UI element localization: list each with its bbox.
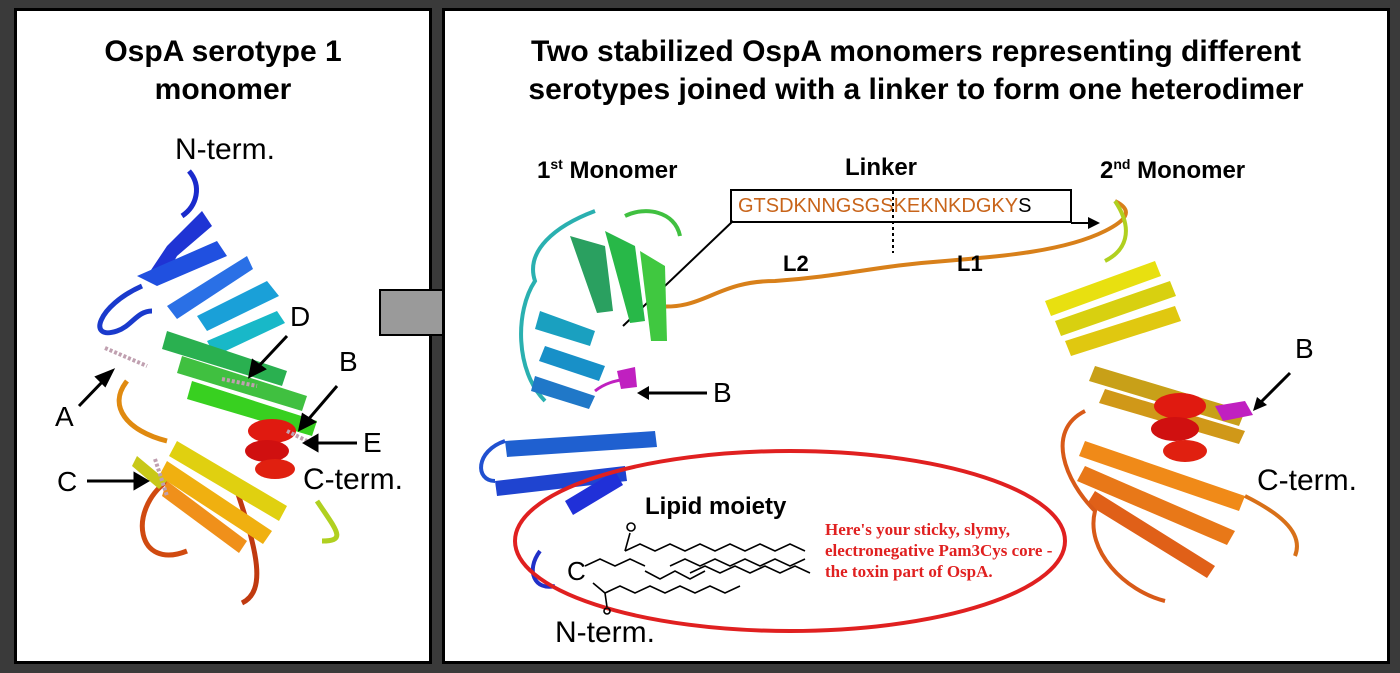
lipid-moiety-label: Lipid moiety (645, 493, 787, 520)
marker-b: B (339, 346, 358, 377)
heterodimer-illustration (479, 191, 1299, 633)
highlight-ellipse (513, 449, 1067, 633)
left-panel-title: OspA serotype 1 monomer (17, 33, 429, 108)
lipid-structure (584, 522, 811, 615)
marker-d: D (290, 301, 311, 332)
linker-seq-orange: GTSDKNNGSGSKEKNKDGKY (738, 195, 1019, 217)
b-marker-second: B (1295, 333, 1314, 364)
right-n-term-label: N-term. (555, 616, 655, 649)
left-title-line2: monomer (154, 72, 292, 106)
linker-label: Linker (845, 154, 918, 181)
l1-label: L1 (957, 251, 983, 276)
first-monomer-label: 1st Monomer (537, 156, 677, 185)
left-panel: OspA serotype 1 monomer (14, 8, 432, 664)
first-monomer-sup: st (550, 156, 563, 172)
right-title-line1: Two stabilized OspA monomers representin… (530, 35, 1302, 68)
second-monomer-num: 2 (1100, 157, 1114, 184)
second-monomer-text: Monomer (1130, 157, 1246, 184)
marker-c: C (57, 466, 78, 497)
second-monomer-label: 2nd Monomer (1100, 156, 1245, 185)
right-panel-title: Two stabilized OspA monomers representin… (445, 33, 1387, 108)
l2-label: L2 (783, 251, 809, 276)
left-n-term-label: N-term. (175, 133, 275, 166)
left-c-term-label: C-term. (303, 463, 403, 496)
first-monomer-text: Monomer (562, 157, 678, 184)
lipid-carbon-c: C (567, 556, 586, 586)
annotation-note: Here's your sticky, slymy, electronegati… (825, 520, 1053, 581)
first-monomer-num: 1 (537, 157, 551, 184)
left-title-line1: OspA serotype 1 (104, 35, 342, 68)
b-marker-first: B (713, 377, 732, 408)
marker-a: A (55, 401, 74, 432)
linker-seq-black: S (1018, 195, 1032, 217)
right-panel: Two stabilized OspA monomers representin… (442, 8, 1390, 664)
marker-e: E (363, 427, 382, 458)
second-monomer-sup: nd (1113, 156, 1131, 172)
right-c-term-label: C-term. (1257, 464, 1357, 497)
right-title-line2: serotypes joined with a linker to form o… (528, 72, 1304, 106)
linker-sequence-box: GTSDKNNGSGSKEKNKDGKYS (730, 189, 1072, 223)
monomer-structure-illustration (77, 169, 357, 606)
